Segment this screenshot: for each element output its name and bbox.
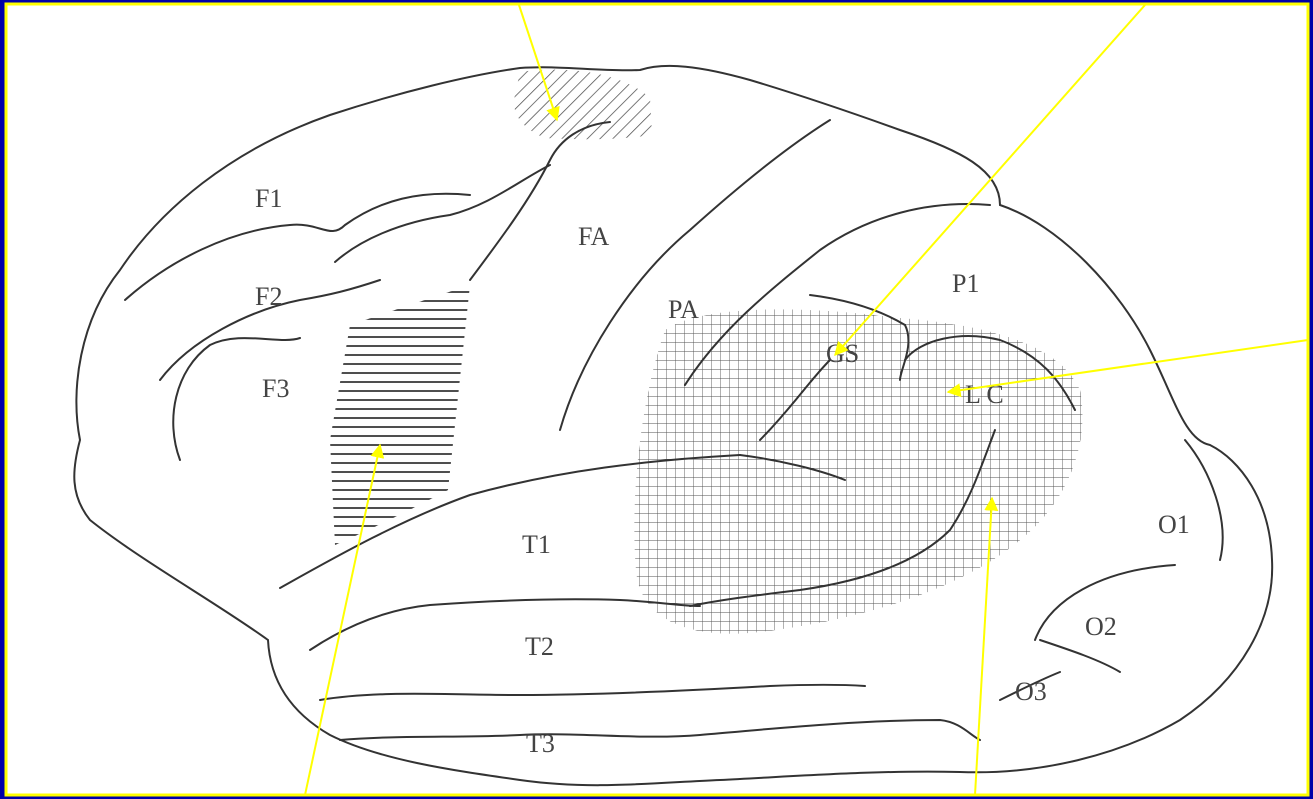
label-o1: O1 <box>1158 510 1190 539</box>
label-f1: F1 <box>255 184 282 213</box>
label-o2: O2 <box>1085 612 1117 641</box>
label-t1: T1 <box>522 530 551 559</box>
label-f3: F3 <box>262 374 289 403</box>
label-gs: GS <box>826 339 859 368</box>
label-t2: T2 <box>525 632 554 661</box>
label-pa: PA <box>668 295 699 324</box>
label-t3: T3 <box>526 729 555 758</box>
label-f2: F2 <box>255 282 282 311</box>
label-fa: FA <box>578 222 610 251</box>
label-p1: P1 <box>952 269 979 298</box>
label-o3: O3 <box>1015 677 1047 706</box>
